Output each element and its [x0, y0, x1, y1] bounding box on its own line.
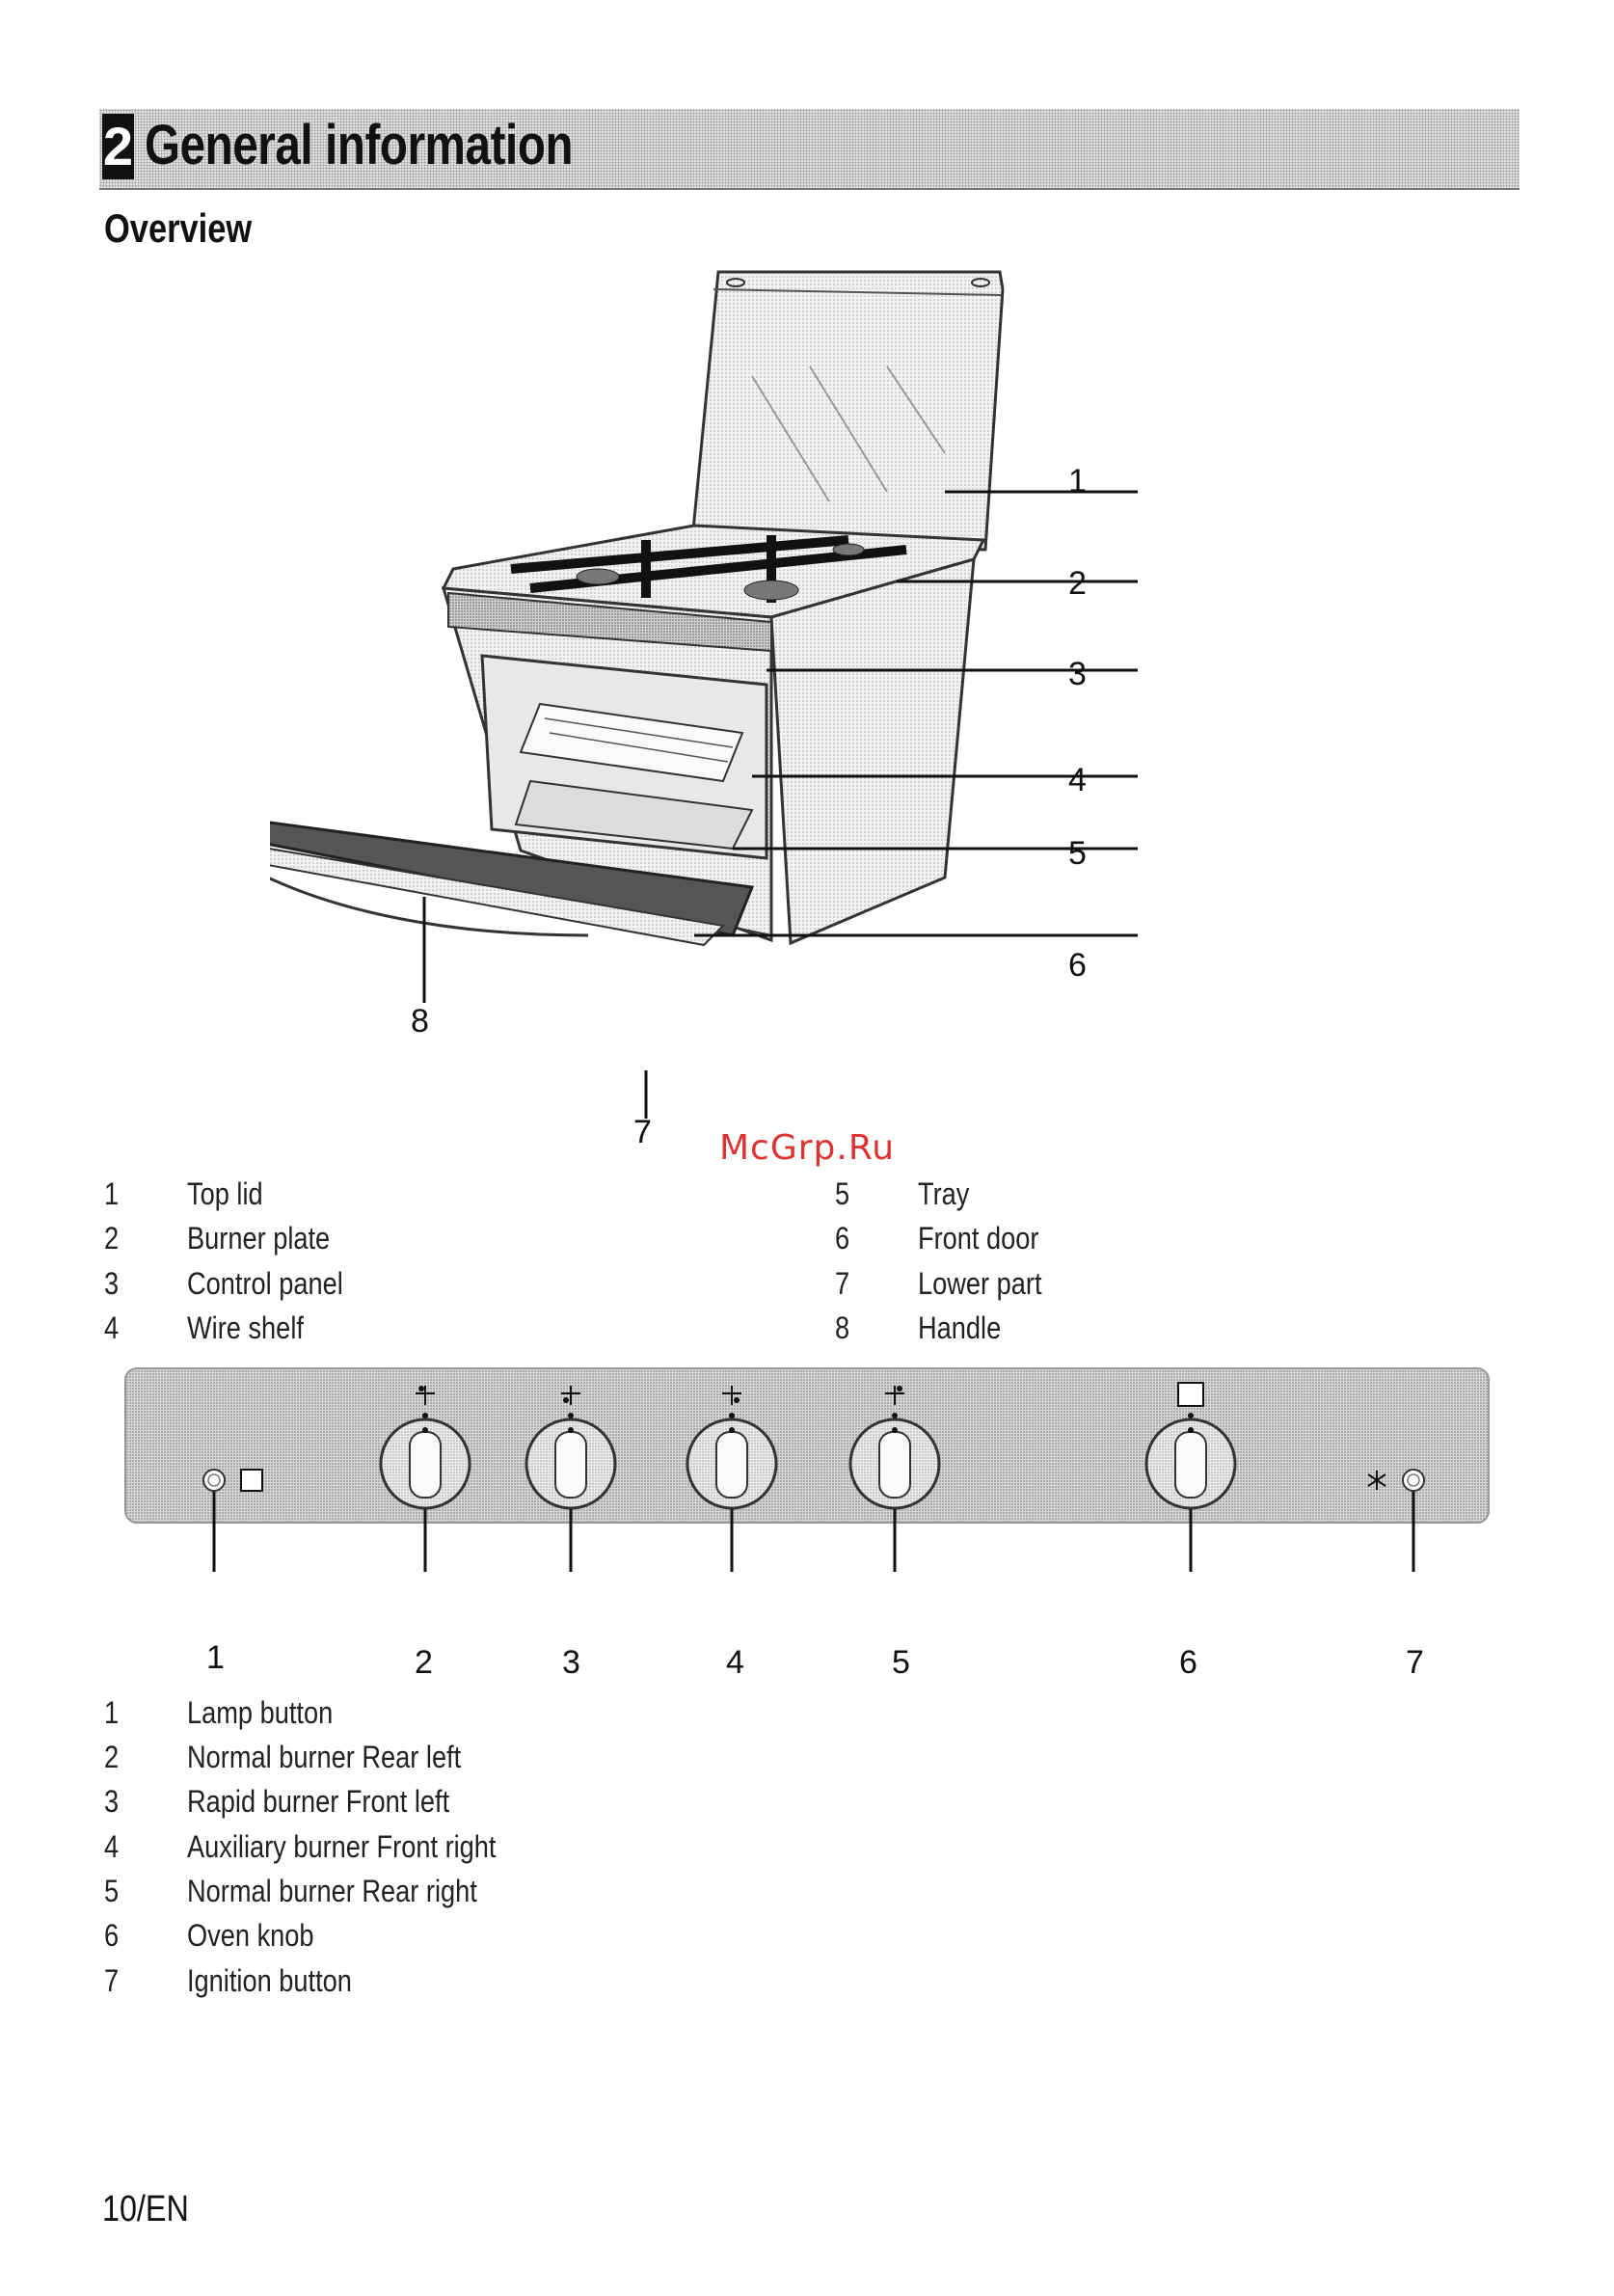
knob-normal-rear-left	[379, 1386, 471, 1510]
callout-1: 1	[1068, 463, 1087, 500]
panel-callout-7: 7	[1406, 1644, 1424, 1681]
page-number: 10/EN	[102, 2189, 189, 2229]
overview-callout-lines	[422, 490, 1138, 1119]
section-title: General information	[145, 114, 574, 176]
cooker-illustration	[270, 270, 1138, 1119]
legend-num: 1	[104, 1176, 120, 1211]
legend-num: 7	[104, 1963, 120, 1998]
legend-label: Burner plate	[187, 1221, 331, 1256]
legend-label: Auxiliary burner Front right	[187, 1829, 497, 1864]
knob-auxiliary-front-right	[686, 1386, 778, 1510]
callout-2: 2	[1068, 565, 1087, 602]
legend-num: 4	[104, 1829, 120, 1864]
legend-label: Ignition button	[187, 1963, 352, 1998]
panel-callout-1: 1	[206, 1639, 225, 1676]
panel-callout-3: 3	[562, 1644, 580, 1681]
legend-num: 3	[104, 1784, 120, 1819]
legend-num: 4	[104, 1310, 120, 1345]
knob-oven	[1144, 1382, 1237, 1510]
legend-num: 5	[835, 1176, 850, 1211]
knob-rapid-front-left	[525, 1386, 617, 1510]
lamp-button	[202, 1469, 263, 1492]
panel-callout-6: 6	[1179, 1644, 1197, 1681]
oven-icon	[1177, 1382, 1204, 1407]
legend-label: Lamp button	[187, 1695, 334, 1730]
overview-heading: Overview	[104, 205, 253, 251]
front-door	[270, 821, 755, 947]
legend-num: 1	[104, 1695, 120, 1730]
legend-label: Handle	[918, 1310, 1002, 1345]
panel-callout-5: 5	[892, 1644, 910, 1681]
legend-label: Rapid burner Front left	[187, 1784, 450, 1819]
callout-6: 6	[1068, 947, 1087, 984]
spark-icon	[1367, 1471, 1386, 1490]
panel-callout-lines	[212, 1492, 1415, 1572]
legend-label: Normal burner Rear left	[187, 1740, 462, 1774]
top-lid	[690, 270, 1005, 552]
legend-num: 6	[835, 1221, 850, 1256]
control-panel-illustration	[124, 1367, 1490, 1572]
legend-num: 2	[104, 1221, 120, 1256]
watermark: McGrp.Ru	[719, 1128, 896, 1168]
ignition-button	[1367, 1469, 1425, 1492]
callout-3: 3	[1068, 656, 1087, 692]
legend-num: 7	[835, 1266, 850, 1301]
legend-label: Front door	[918, 1221, 1039, 1256]
callout-5: 5	[1068, 835, 1087, 872]
section-header-bar	[99, 109, 1520, 190]
legend-label: Tray	[918, 1176, 970, 1211]
legend-label: Lower part	[918, 1266, 1042, 1301]
panel-callout-4: 4	[726, 1644, 744, 1681]
callout-8: 8	[411, 1003, 429, 1040]
legend-num: 5	[104, 1874, 120, 1908]
legend-label: Control panel	[187, 1266, 343, 1301]
legend-label: Normal burner Rear right	[187, 1874, 477, 1908]
legend-num: 6	[104, 1918, 120, 1953]
legend-num: 2	[104, 1740, 120, 1774]
legend-label: Oven knob	[187, 1918, 314, 1953]
lamp-icon	[240, 1469, 263, 1492]
callout-7: 7	[633, 1114, 652, 1150]
legend-label: Wire shelf	[187, 1310, 304, 1345]
legend-num: 8	[835, 1310, 850, 1345]
callout-4: 4	[1068, 762, 1087, 798]
knob-normal-rear-right	[848, 1386, 941, 1510]
section-number: 2	[102, 114, 134, 179]
legend-label: Top lid	[187, 1176, 263, 1211]
legend-num: 3	[104, 1266, 120, 1301]
panel-callout-2: 2	[415, 1644, 433, 1681]
